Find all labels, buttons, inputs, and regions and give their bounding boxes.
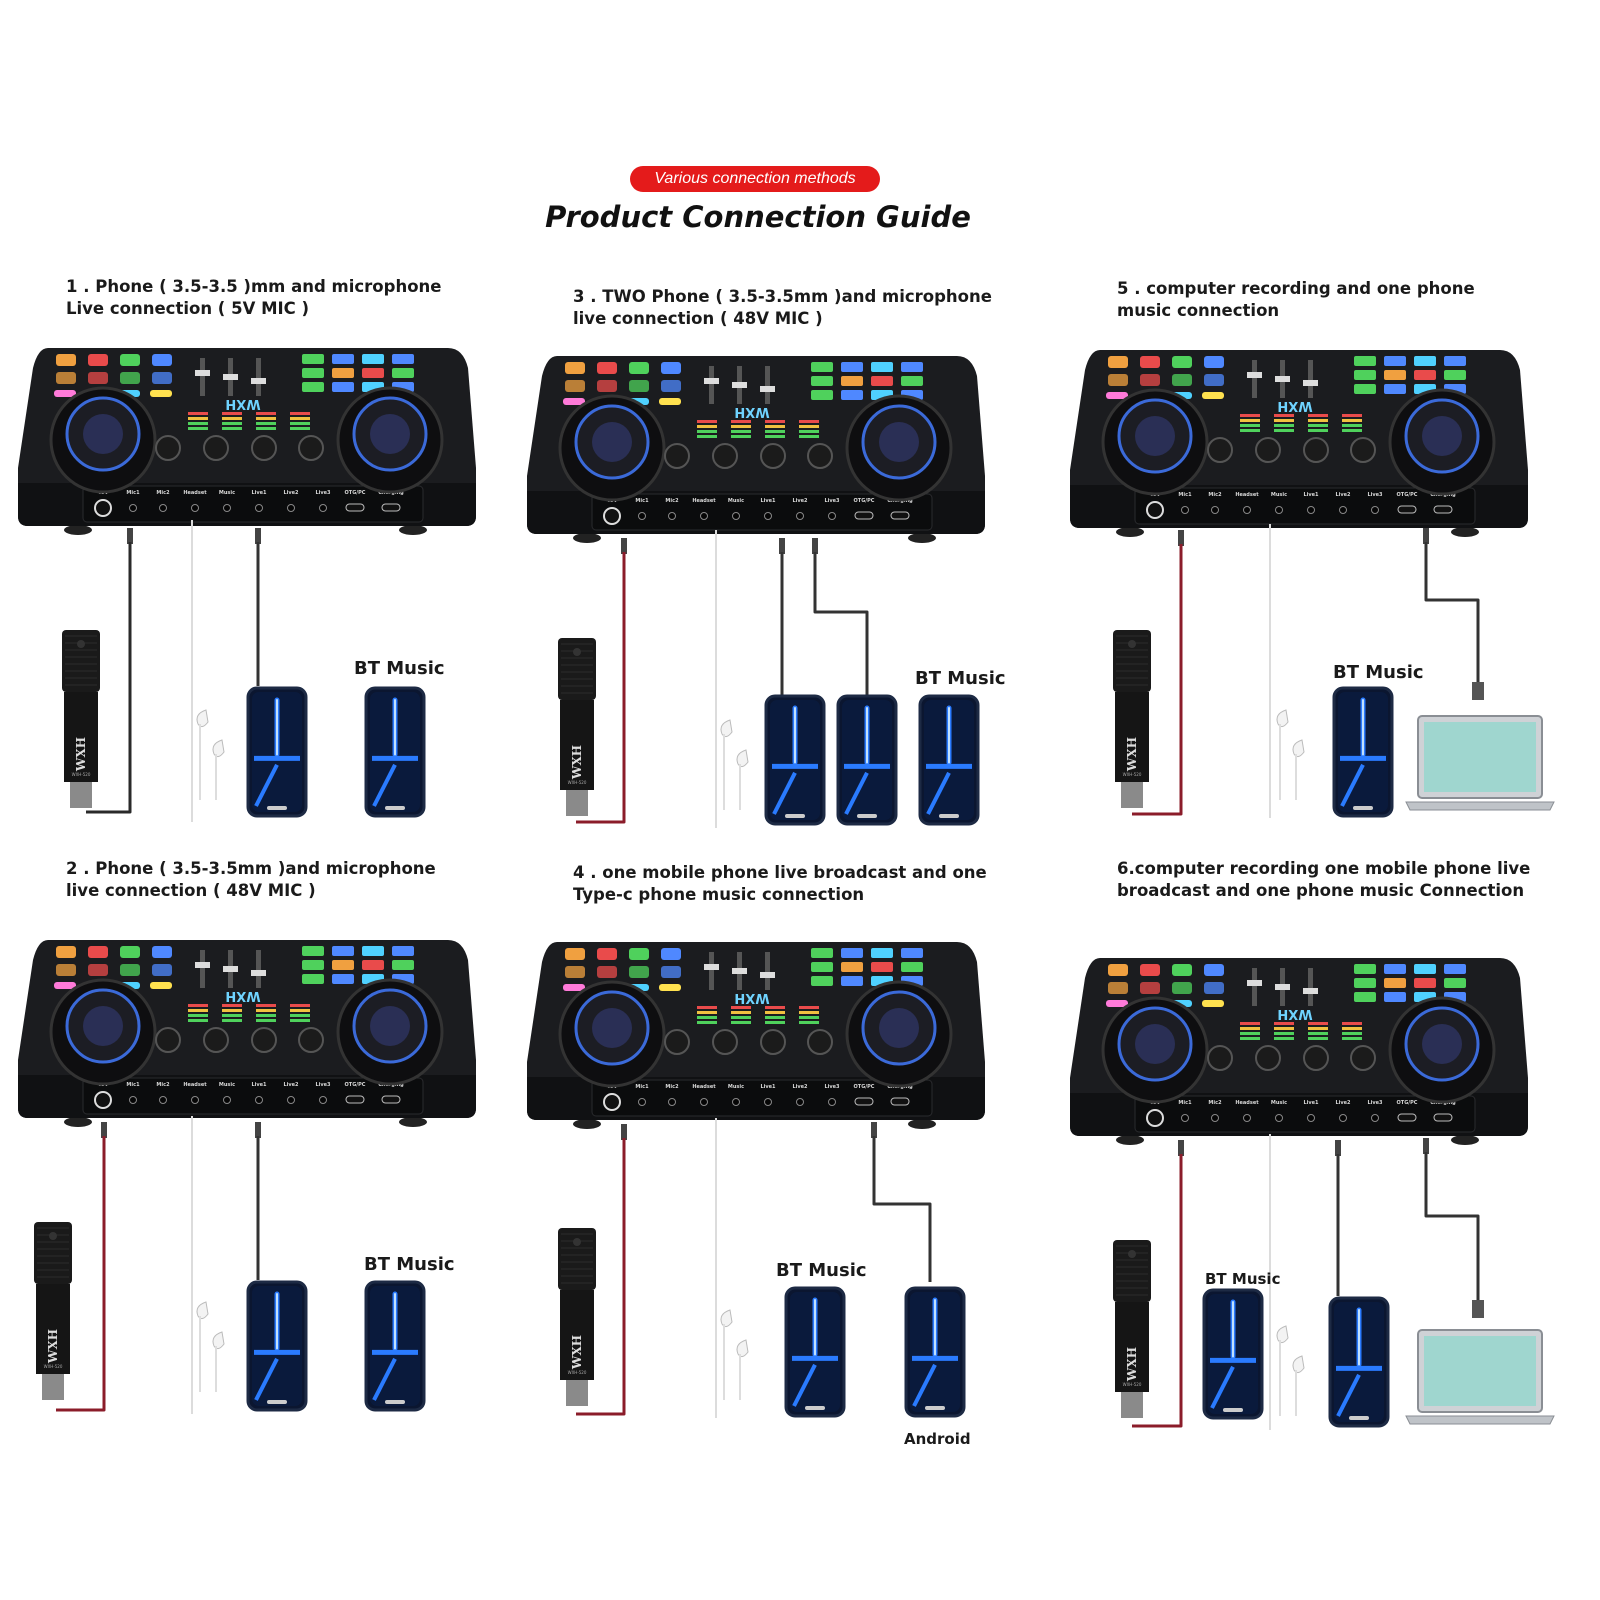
mic-logo-dot <box>49 1232 57 1240</box>
panel-title-line-1: 3 . TWO Phone ( 3.5-3.5mm )and microphon… <box>573 287 992 306</box>
bt-music-label: BT Music <box>354 658 445 679</box>
panel-title: 6.computer recording one mobile phone li… <box>1117 858 1600 902</box>
bt-music-label: BT Music <box>1333 662 1424 683</box>
panel-title: 2 . Phone ( 3.5-3.5mm )and microphone li… <box>66 858 556 902</box>
page-title: Product Connection Guide <box>545 200 971 234</box>
panel-title-line-2: music connection <box>1117 301 1280 320</box>
bt-music-label: BT Music <box>915 668 1006 689</box>
connection-panel-3: 3 . TWO Phone ( 3.5-3.5mm )and microphon… <box>573 286 1073 846</box>
connection-panel-2: 2 . Phone ( 3.5-3.5mm )and microphone li… <box>66 858 566 1418</box>
bt-music-label: BT Music <box>776 1260 867 1281</box>
mic-model: WXH-520 <box>44 1364 63 1369</box>
panel-title: 3 . TWO Phone ( 3.5-3.5mm )and microphon… <box>573 286 1063 330</box>
panel-title-line-1: 6.computer recording one mobile phone li… <box>1117 859 1531 878</box>
panel-title-line-2: live connection ( 48V MIC ) <box>573 309 823 328</box>
panel-title-line-2: broadcast and one phone music Connection <box>1117 881 1525 900</box>
panel-title-line-2: Live connection ( 5V MIC ) <box>66 299 310 318</box>
connection-panel-1: 1 . Phone ( 3.5-3.5 )mm and microphone L… <box>66 276 566 836</box>
panel-title-line-2: live connection ( 48V MIC ) <box>66 881 316 900</box>
panel-title: 1 . Phone ( 3.5-3.5 )mm and microphone L… <box>66 276 556 320</box>
panel-title-line-1: 2 . Phone ( 3.5-3.5mm )and microphone <box>66 859 436 878</box>
android-label: Android <box>904 1430 971 1448</box>
panel-title: 5 . computer recording and one phone mus… <box>1117 278 1600 322</box>
mic-body <box>36 1284 70 1374</box>
panel-title: 4 . one mobile phone live broadcast and … <box>573 862 1063 906</box>
panel-title-line-2: Type-c phone music connection <box>573 885 865 904</box>
connection-panel-5: 5 . computer recording and one phone mus… <box>1117 278 1600 838</box>
panel-title-line-1: 4 . one mobile phone live broadcast and … <box>573 863 987 882</box>
connection-methods-badge: Various connection methods <box>630 166 880 192</box>
mic-brand: WXH <box>46 1329 60 1364</box>
connection-panel-4: 4 . one mobile phone live broadcast and … <box>573 862 1073 1422</box>
panel-title-line-1: 5 . computer recording and one phone <box>1117 279 1475 298</box>
connection-panel-6: 6.computer recording one mobile phone li… <box>1117 858 1600 1418</box>
bt-music-label: BT Music <box>364 1254 455 1275</box>
bt-music-label: BT Music <box>1205 1270 1281 1288</box>
xlr-connector <box>42 1374 64 1400</box>
panel-title-line-1: 1 . Phone ( 3.5-3.5 )mm and microphone <box>66 277 442 296</box>
